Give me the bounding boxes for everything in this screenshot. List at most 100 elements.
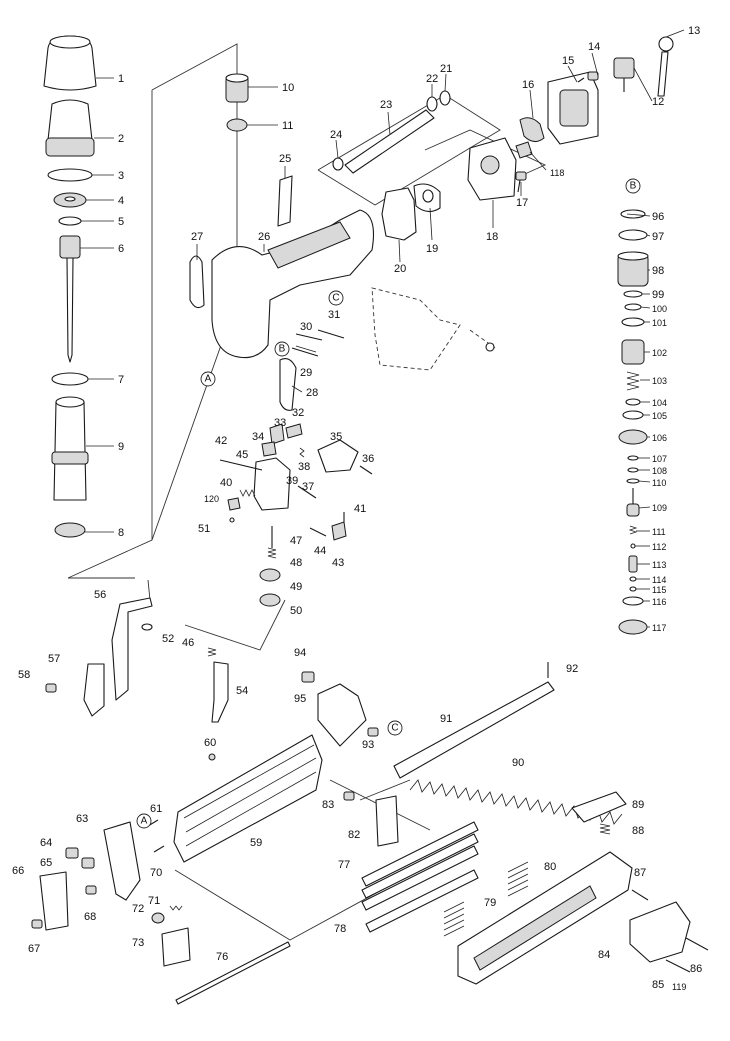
callout-107: 107 bbox=[652, 454, 667, 464]
callout-68: 68 bbox=[84, 911, 96, 923]
callout-108: 108 bbox=[652, 466, 667, 476]
part-113-stem bbox=[628, 555, 638, 573]
part-13-hook bbox=[657, 36, 674, 97]
leader-lines bbox=[80, 29, 685, 628]
part-120-clip bbox=[227, 497, 241, 511]
part-80-nail-strip bbox=[507, 861, 529, 897]
callout-116: 116 bbox=[652, 597, 666, 607]
callout-9: 9 bbox=[118, 441, 124, 453]
part-63-nose bbox=[103, 821, 141, 901]
part-42-bolt bbox=[219, 459, 263, 471]
callout-56: 56 bbox=[94, 589, 106, 601]
callout-17: 17 bbox=[516, 197, 528, 209]
callout-39: 39 bbox=[286, 475, 298, 487]
part-24-ring bbox=[332, 157, 344, 171]
part-56-contact-arm bbox=[111, 597, 153, 701]
part-49-adjuster bbox=[259, 568, 281, 582]
callout-22: 22 bbox=[426, 73, 438, 85]
part-22-ring bbox=[426, 96, 438, 112]
part-98-sleeve bbox=[617, 251, 649, 287]
callout-105: 105 bbox=[652, 411, 667, 421]
callout-32: 32 bbox=[292, 407, 304, 419]
callout-114: 114 bbox=[652, 575, 666, 585]
part-16-gasket bbox=[519, 117, 545, 142]
callout-104: 104 bbox=[652, 398, 667, 408]
callout-24: 24 bbox=[330, 129, 342, 141]
part-105-ring bbox=[622, 410, 644, 420]
part-109-plunger bbox=[626, 488, 640, 517]
part-40-spring bbox=[239, 489, 256, 497]
callout-30: 30 bbox=[300, 321, 312, 333]
callout-96: 96 bbox=[652, 211, 664, 223]
ref-mark-c-housing: C bbox=[328, 290, 344, 306]
callout-88: 88 bbox=[632, 825, 644, 837]
part-91-rail bbox=[393, 681, 555, 779]
callout-11: 11 bbox=[282, 120, 293, 132]
callout-14: 14 bbox=[588, 41, 600, 53]
callout-33: 33 bbox=[274, 417, 286, 429]
part-86-pin bbox=[685, 937, 709, 951]
part-18-cylinder-cap bbox=[467, 137, 517, 201]
callout-35: 35 bbox=[330, 431, 342, 443]
callout-99: 99 bbox=[652, 289, 664, 301]
part-110-ring bbox=[626, 478, 640, 484]
callout-97: 97 bbox=[652, 231, 664, 243]
callout-4: 4 bbox=[118, 195, 124, 207]
callout-117: 117 bbox=[652, 623, 666, 633]
part-callouts: 1234567891011121314151617181920212223242… bbox=[12, 25, 702, 992]
part-27-side-cover bbox=[189, 255, 205, 309]
callout-38: 38 bbox=[298, 461, 310, 473]
callout-43: 43 bbox=[332, 557, 344, 569]
callout-21: 21 bbox=[440, 63, 452, 75]
callout-63: 63 bbox=[76, 813, 88, 825]
callout-46: 46 bbox=[182, 637, 194, 649]
callout-94: 94 bbox=[294, 647, 306, 659]
callout-51: 51 bbox=[198, 523, 210, 535]
callout-3: 3 bbox=[118, 170, 124, 182]
callout-2: 2 bbox=[118, 133, 124, 145]
part-83-screw bbox=[343, 791, 355, 801]
part-111-spring bbox=[628, 525, 638, 535]
callout-20: 20 bbox=[394, 263, 406, 275]
part-88-spring bbox=[599, 823, 611, 835]
part-73-latch-plate bbox=[161, 927, 191, 967]
callout-40: 40 bbox=[220, 477, 232, 489]
part-11-seal bbox=[226, 118, 248, 132]
part-10-valve-cap bbox=[225, 73, 249, 103]
part-107-ring bbox=[627, 455, 639, 461]
part-112-ball bbox=[630, 543, 636, 549]
part-68-screw bbox=[85, 885, 97, 895]
callout-103: 103 bbox=[652, 376, 667, 386]
part-37-pin bbox=[297, 485, 317, 499]
part-99-ring bbox=[623, 290, 643, 298]
callout-72: 72 bbox=[132, 903, 144, 915]
callout-59: 59 bbox=[250, 837, 262, 849]
part-7-o-ring bbox=[51, 372, 89, 386]
part-60-ball bbox=[208, 753, 216, 761]
callout-91: 91 bbox=[440, 713, 452, 725]
callout-44: 44 bbox=[314, 545, 326, 557]
part-25-plate bbox=[277, 175, 293, 227]
callout-50: 50 bbox=[290, 605, 302, 617]
callout-79: 79 bbox=[484, 897, 496, 909]
part-35-bracket bbox=[317, 439, 359, 473]
ref-mark-a-lower: A bbox=[136, 813, 152, 829]
part-97-ring bbox=[618, 229, 648, 241]
callout-119: 119 bbox=[672, 982, 686, 992]
part-2-cylinder-head bbox=[45, 99, 95, 157]
callout-8: 8 bbox=[118, 527, 124, 539]
callout-118: 118 bbox=[550, 168, 564, 178]
part-76-rod bbox=[175, 941, 291, 1005]
callout-78: 78 bbox=[334, 923, 346, 935]
callout-115: 115 bbox=[652, 585, 666, 595]
callout-6: 6 bbox=[118, 243, 124, 255]
part-21-ring bbox=[439, 90, 451, 106]
part-44-pin bbox=[309, 527, 327, 537]
callout-66: 66 bbox=[12, 865, 24, 877]
part-31-pin bbox=[317, 329, 345, 339]
part-89-pusher bbox=[571, 791, 627, 823]
part-96-ring bbox=[620, 209, 646, 219]
callout-82: 82 bbox=[348, 829, 360, 841]
callout-42: 42 bbox=[215, 435, 227, 447]
part-38-spring bbox=[299, 447, 305, 458]
